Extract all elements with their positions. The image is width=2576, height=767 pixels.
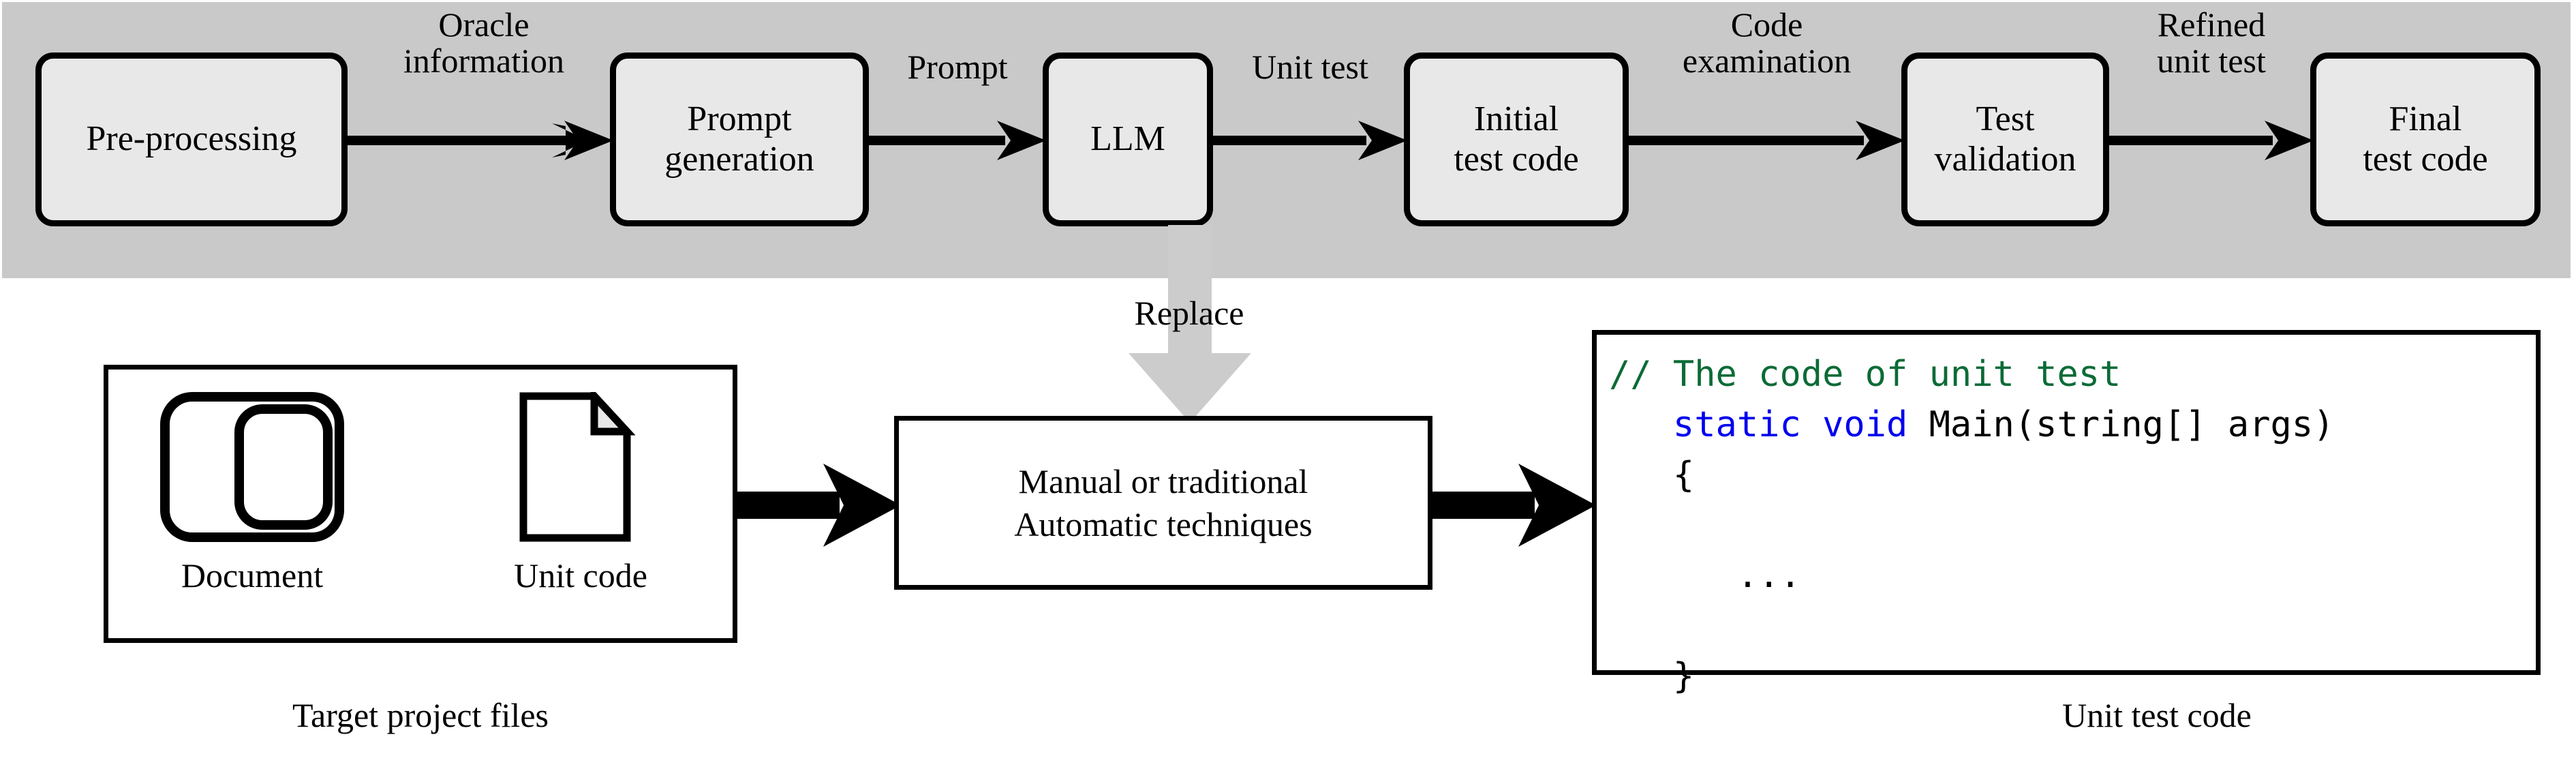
techniques-box[interactable]: Manual or traditional Automatic techniqu… bbox=[894, 416, 1432, 590]
edge-label-line: Code bbox=[1730, 5, 1803, 44]
pipeline-node-initial-test-code[interactable]: Initial test code bbox=[1404, 52, 1629, 226]
unit-code-icon-label: Unit code bbox=[472, 556, 690, 595]
node-label-line: Final bbox=[2389, 100, 2462, 139]
edge-label-line: examination bbox=[1682, 41, 1852, 80]
replace-arrow-label: Replace bbox=[1063, 293, 1315, 333]
node-label-line: Test bbox=[1976, 100, 2035, 139]
arrow-project-files-to-techniques bbox=[737, 462, 901, 548]
arrow-llm-to-initial-test-code bbox=[1213, 119, 1407, 162]
code-block: // The code of unit test static void Mai… bbox=[1609, 350, 2334, 702]
code-open-brace: { bbox=[1609, 454, 1695, 496]
document-icon bbox=[160, 392, 344, 542]
node-label-line: test code bbox=[2363, 139, 2488, 179]
arrow-prompt-generation-to-llm bbox=[869, 119, 1046, 162]
edge-label-line: Oracle bbox=[438, 5, 530, 44]
code-keyword: static void bbox=[1672, 404, 1908, 445]
edge-label-line: information bbox=[403, 41, 565, 80]
node-label-line: Pre-processing bbox=[86, 119, 297, 159]
code-signature: Main(string[] args) bbox=[1907, 404, 2335, 445]
code-ellipsis: ... bbox=[1609, 555, 1801, 597]
replace-arrow bbox=[1115, 225, 1265, 423]
edge-label-refined-unit-test: Refined unit test bbox=[2106, 7, 2317, 78]
file-page-icon bbox=[519, 386, 636, 542]
node-label-line: Initial bbox=[1473, 100, 1559, 139]
pipeline-node-pre-processing[interactable]: Pre-processing bbox=[35, 52, 348, 226]
pipeline-node-test-validation[interactable]: Test validation bbox=[1901, 52, 2109, 226]
pipeline-node-final-test-code[interactable]: Final test code bbox=[2310, 52, 2541, 226]
unit-test-code-caption: Unit test code bbox=[1772, 695, 2542, 735]
edge-label-oracle-information: Oracle information bbox=[354, 7, 613, 78]
code-comment-line: // The code of unit test bbox=[1609, 354, 2121, 395]
node-label-line: generation bbox=[664, 139, 814, 179]
unit-code-label-text: Unit code bbox=[514, 556, 647, 595]
arrow-pre-processing-to-prompt-generation bbox=[348, 119, 613, 162]
code-indent bbox=[1609, 404, 1673, 445]
pipeline-node-llm[interactable]: LLM bbox=[1043, 52, 1213, 226]
techniques-box-line: Automatic techniques bbox=[1014, 505, 1313, 543]
edge-label-line: Refined bbox=[2157, 5, 2266, 44]
arrow-techniques-to-unit-test-code bbox=[1432, 462, 1596, 548]
document-icon-label: Document bbox=[136, 556, 368, 595]
node-label-line: LLM bbox=[1090, 119, 1165, 159]
edge-label-prompt: Prompt bbox=[869, 49, 1046, 85]
arrow-initial-test-code-to-test-validation bbox=[1629, 119, 1905, 162]
edge-label-line: Prompt bbox=[907, 48, 1008, 86]
code-close-brace: } bbox=[1609, 655, 1695, 697]
edge-label-unit-test: Unit test bbox=[1213, 49, 1407, 85]
node-label-line: validation bbox=[1934, 139, 2076, 179]
target-project-files-caption: Target project files bbox=[104, 695, 737, 735]
document-label-text: Document bbox=[181, 556, 324, 595]
target-project-files-caption-text: Target project files bbox=[292, 696, 549, 734]
unit-test-code-caption-text: Unit test code bbox=[2062, 696, 2252, 734]
node-label-line: test code bbox=[1454, 139, 1579, 179]
edge-label-line: unit test bbox=[2157, 41, 2266, 80]
edge-label-code-examination: Code examination bbox=[1622, 7, 1912, 78]
edge-label-line: Unit test bbox=[1252, 48, 1368, 86]
replace-label-text: Replace bbox=[1134, 294, 1244, 332]
node-label-line: Prompt bbox=[687, 100, 792, 139]
pipeline-node-prompt-generation[interactable]: Prompt generation bbox=[610, 52, 869, 226]
unit-test-code-panel[interactable]: // The code of unit test static void Mai… bbox=[1592, 330, 2541, 697]
techniques-box-line: Manual or traditional bbox=[1018, 462, 1308, 500]
arrow-test-validation-to-final-test-code bbox=[2109, 119, 2314, 162]
